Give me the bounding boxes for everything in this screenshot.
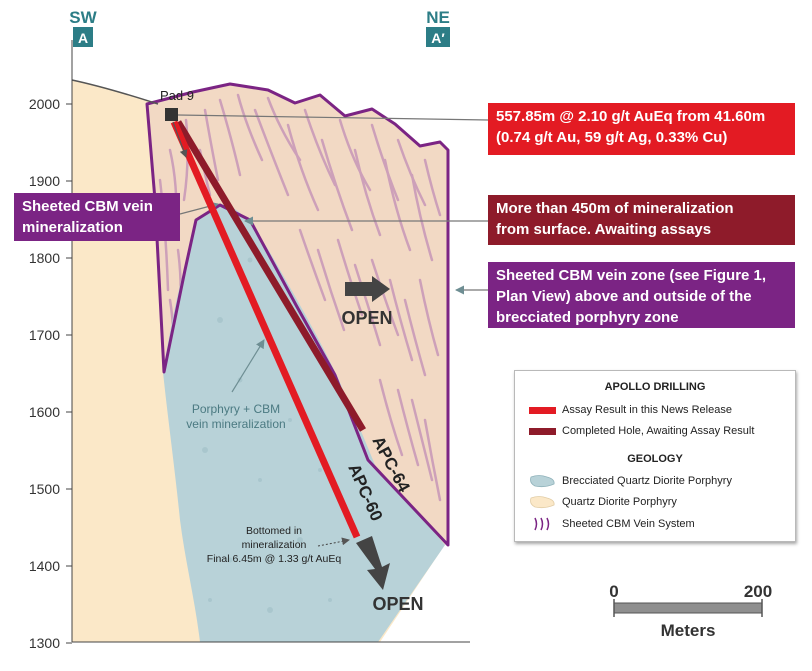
legend-drilling-title: APOLLO DRILLING [604, 381, 706, 393]
section-end-direction: NE [426, 8, 450, 27]
legend-item-quartz-diorite: Quartz Diorite Porphyry [529, 495, 677, 509]
elevation-tick-labels: 2000 1900 1800 1700 1600 1500 1400 1300 [29, 96, 60, 651]
open-upper-label: OPEN [341, 308, 392, 328]
hole-apc-64 [174, 120, 367, 432]
tick-label: 1500 [29, 481, 60, 497]
tick-label: 2000 [29, 96, 60, 112]
tick-label: 1900 [29, 173, 60, 189]
porphyry-pointer [231, 339, 265, 393]
bottomed-label-line1: Bottomed in [246, 525, 302, 537]
ground-surface [71, 79, 159, 105]
section-start-tag-box [73, 27, 93, 47]
bottomed-label-line2: mineralization [242, 539, 307, 551]
hole-apc-60 [170, 120, 361, 539]
vein-system-icon [534, 517, 550, 531]
sheeted-vein-callout: Sheeted CBM vein mineralization [14, 193, 180, 241]
legend-label: Brecciated Quartz Diorite Porphyry [562, 475, 732, 487]
zone-callout-line3: brecciated porphyry zone [496, 309, 679, 326]
porphyry-label-line2: vein mineralization [186, 417, 285, 431]
pad-label: Pad 9 [160, 88, 194, 103]
legend-geology-title: GEOLOGY [627, 453, 683, 465]
assay-leader-line [177, 114, 489, 121]
legend-item-assay-result: Assay Result in this News Release [529, 403, 732, 417]
assay-callout: 557.85m @ 2.10 g/t AuEq from 41.60m (0.7… [488, 103, 795, 155]
bottomed-pointer [317, 537, 350, 547]
tick-label: 1800 [29, 250, 60, 266]
legend-item-brecciated: Brecciated Quartz Diorite Porphyry [529, 474, 732, 488]
legend-swatch-red [529, 406, 556, 414]
awaiting-callout-line2: from surface. Awaiting assays [496, 221, 712, 238]
legend-label: Quartz Diorite Porphyry [562, 496, 677, 508]
legend-label: Assay Result in this News Release [562, 404, 732, 416]
open-lower-label: OPEN [372, 594, 423, 614]
collar-arrow [172, 121, 188, 158]
awaiting-callout-line1: More than 450m of mineralization [496, 200, 734, 217]
sheeted-callout-line1: Sheeted CBM vein [22, 198, 153, 215]
porphyry-label-line1: Porphyry + CBM [192, 402, 280, 416]
tick-label: 1600 [29, 404, 60, 420]
pad-9-marker [165, 108, 178, 121]
legend-swatch-quartz [530, 496, 555, 509]
legend-label: Sheeted CBM Vein System [562, 518, 695, 530]
scale-bar-end: 200 [744, 582, 772, 601]
assay-callout-line1: 557.85m @ 2.10 g/t AuEq from 41.60m [496, 108, 766, 125]
legend-swatch-dark-red [529, 427, 556, 435]
awaiting-assays-callout: More than 450m of mineralization from su… [488, 195, 795, 245]
tick-label: 1400 [29, 558, 60, 574]
section-end-tag: A′ [431, 30, 445, 46]
assay-callout-line2: (0.74 g/t Au, 59 g/t Ag, 0.33% Cu) [496, 129, 728, 146]
zone-callout-line1: Sheeted CBM vein zone (see Figure 1, [496, 267, 767, 284]
legend-swatch-brecciated [530, 475, 555, 488]
vein-zone-callout: Sheeted CBM vein zone (see Figure 1, Pla… [488, 262, 795, 328]
legend-label: Completed Hole, Awaiting Assay Result [562, 425, 755, 437]
scale-bar-start: 0 [609, 582, 618, 601]
elevation-ticks [66, 103, 72, 644]
sheeted-callout-line2: mineralization [22, 219, 123, 236]
open-lower-arrow [356, 536, 390, 590]
open-upper-arrow [345, 276, 390, 302]
zone-callout-line2: Plan View) above and outside of the [496, 288, 752, 305]
legend-item-completed-hole: Completed Hole, Awaiting Assay Result [529, 424, 754, 438]
tick-label: 1300 [29, 635, 60, 651]
scale-bar [613, 602, 763, 614]
legend-item-vein-system: Sheeted CBM Vein System [529, 517, 695, 531]
section-end-tag-box [426, 27, 450, 47]
section-start-tag: A [78, 30, 88, 46]
legend: APOLLO DRILLING Assay Result in this New… [514, 370, 796, 542]
section-start-direction: SW [69, 8, 97, 27]
vein-zone-outline [145, 82, 450, 547]
scale-bar-unit: Meters [661, 621, 716, 640]
tick-label: 1700 [29, 327, 60, 343]
bottomed-label-line3: Final 6.45m @ 1.33 g/t AuEq [207, 553, 342, 565]
